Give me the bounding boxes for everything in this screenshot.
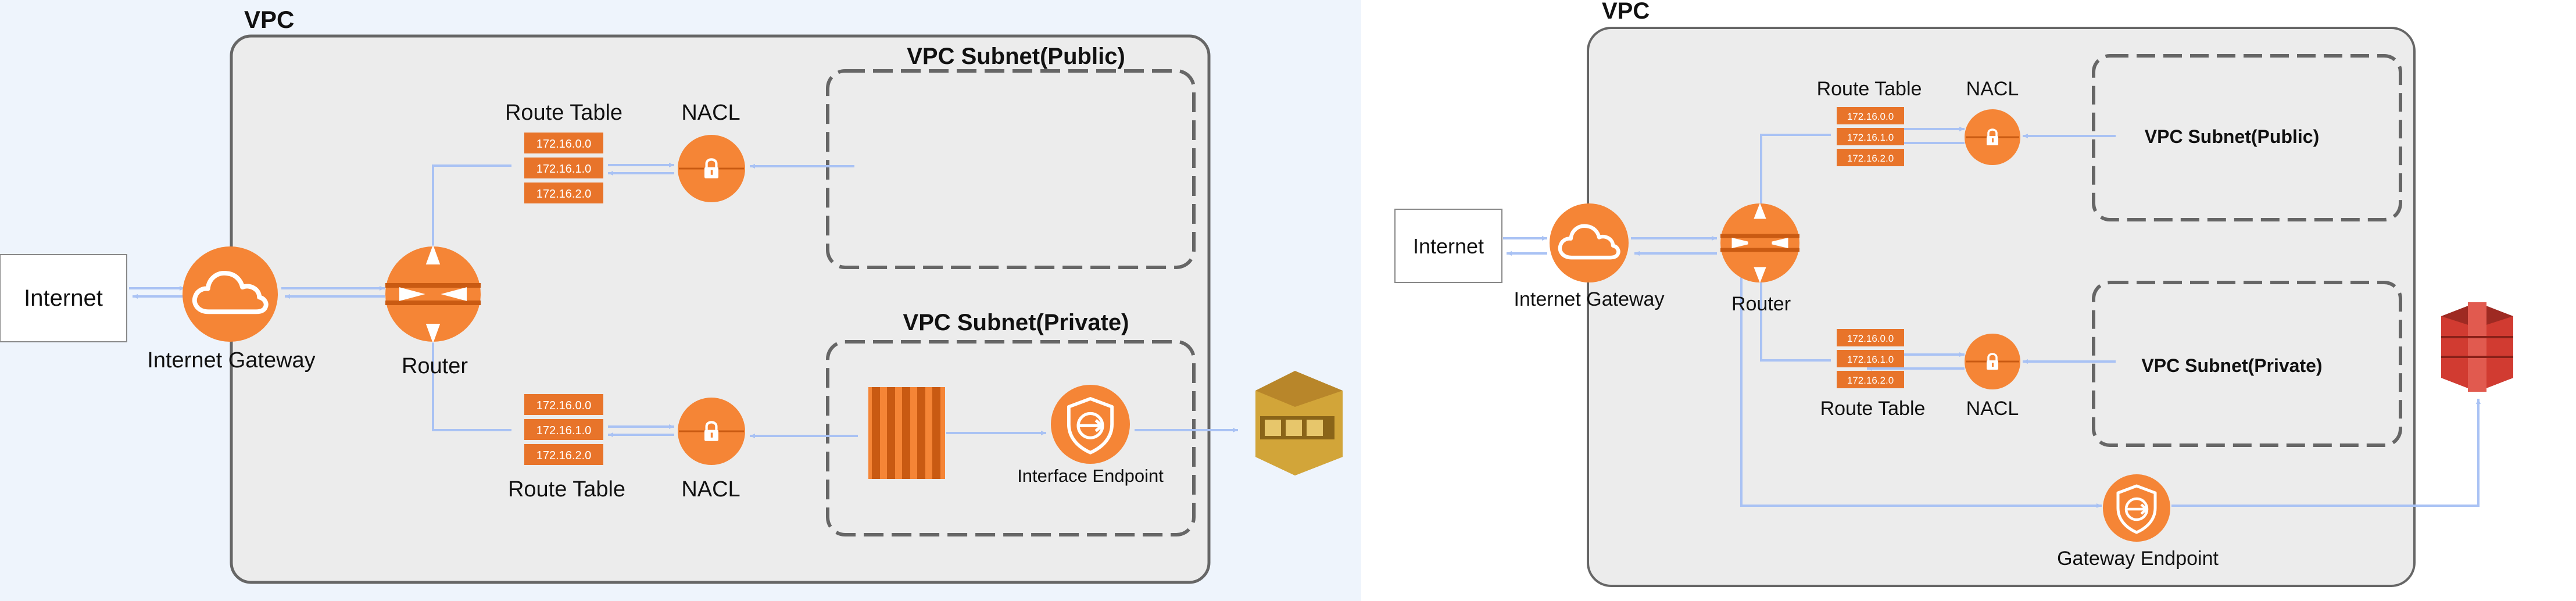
route-entry: 172.16.0.0 xyxy=(536,399,592,412)
right-bottom-nacl-label: NACL xyxy=(1966,398,2019,420)
route-entry: 172.16.2.0 xyxy=(1847,375,1894,386)
left-internet-box: Internet xyxy=(0,254,127,342)
left-top-route-table-label: Route Table xyxy=(505,101,622,125)
right-igw-label: Internet Gateway xyxy=(1514,288,1665,310)
right-router xyxy=(1720,203,1799,283)
left-vpc-label: VPC xyxy=(244,6,294,33)
left-public-subnet xyxy=(826,69,1196,269)
route-entry: 172.16.1.0 xyxy=(1847,354,1894,365)
right-internet-label: Internet xyxy=(1413,234,1484,258)
right-internet-box: Internet xyxy=(1394,209,1502,283)
right-connectors xyxy=(1503,127,2481,508)
sqs-icon xyxy=(1255,371,1343,475)
left-private-subnet xyxy=(826,340,1196,536)
route-entry: 172.16.1.0 xyxy=(536,424,592,437)
route-entry: 172.16.1.0 xyxy=(536,163,592,176)
left-igw-label: Internet Gateway xyxy=(147,348,315,373)
left-bottom-route-table: 172.16.0.0 172.16.1.0 172.16.2.0 xyxy=(524,394,603,465)
route-entry: 172.16.0.0 xyxy=(1847,333,1894,344)
right-router-label: Router xyxy=(1731,293,1791,315)
right-gateway-endpoint xyxy=(2103,474,2170,542)
right-public-subnet-label: VPC Subnet(Public) xyxy=(2145,126,2319,147)
left-bottom-nacl xyxy=(678,398,745,465)
right-private-subnet xyxy=(2092,281,2402,447)
s3-icon xyxy=(2441,302,2513,392)
right-top-nacl xyxy=(1965,109,2020,165)
right-private-subnet-label: VPC Subnet(Private) xyxy=(2141,355,2322,376)
route-entry: 172.16.1.0 xyxy=(1847,132,1894,143)
left-router-label: Router xyxy=(402,354,468,378)
right-top-route-table-label: Route Table xyxy=(1817,78,1922,100)
right-gateway-endpoint-label: Gateway Endpoint xyxy=(2057,548,2219,570)
right-bottom-nacl xyxy=(1965,334,2020,389)
route-entry: 172.16.2.0 xyxy=(536,188,592,201)
left-bottom-route-table-label: Route Table xyxy=(508,477,625,502)
right-internet-gateway xyxy=(1550,203,1629,282)
left-diagram: VPC VPC Subnet(Public) VPC Subnet(Privat… xyxy=(0,0,1361,601)
right-top-route-table: 172.16.0.0 172.16.1.0 172.16.2.0 xyxy=(1837,107,1904,166)
left-interface-endpoint xyxy=(1051,385,1130,464)
left-public-subnet-label: VPC Subnet(Public) xyxy=(907,44,1125,69)
left-interface-endpoint-label: Interface Endpoint xyxy=(1017,466,1164,486)
left-router xyxy=(385,245,481,344)
router-icon xyxy=(385,245,481,344)
right-diagram: VPC VPC Subnet(Public) VPC Subnet(Privat… xyxy=(1361,0,2576,601)
route-entry: 172.16.2.0 xyxy=(536,449,592,462)
right-public-subnet xyxy=(2092,54,2402,221)
right-bottom-route-table-label: Route Table xyxy=(1820,398,1926,420)
left-connectors xyxy=(129,163,1238,438)
router-icon xyxy=(1720,203,1799,283)
right-vpc-label: VPC xyxy=(1602,0,1650,24)
left-bottom-nacl-label: NACL xyxy=(681,477,740,502)
right-bottom-route-table: 172.16.0.0 172.16.1.0 172.16.2.0 xyxy=(1837,329,1904,388)
route-entry: 172.16.0.0 xyxy=(1847,111,1894,122)
left-internet-label: Internet xyxy=(24,285,103,311)
left-top-route-table: 172.16.0.0 172.16.1.0 172.16.2.0 xyxy=(524,133,603,203)
route-entry: 172.16.0.0 xyxy=(536,138,592,151)
right-top-nacl-label: NACL xyxy=(1966,78,2019,100)
ec2-icon xyxy=(868,387,945,479)
left-top-nacl xyxy=(678,135,745,202)
left-private-subnet-label: VPC Subnet(Private) xyxy=(903,310,1129,335)
left-top-nacl-label: NACL xyxy=(681,101,740,125)
route-entry: 172.16.2.0 xyxy=(1847,153,1894,164)
left-internet-gateway xyxy=(183,246,278,342)
